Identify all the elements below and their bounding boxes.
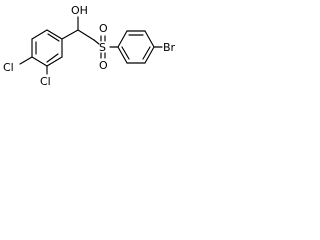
bond-ch2-to-sulfur [93,39,100,45]
ring1-bond [46,56,63,67]
sulfonyl-oxygen-upper-label: O [99,22,108,35]
ring2-bond [144,46,155,64]
sulfur-label: S [99,41,106,54]
ring2-bond [117,46,128,64]
ring1-bond [31,29,48,40]
molecule-structure: OH Cl Cl S O O Br [3,4,176,88]
ring1-bond [46,29,63,40]
bromophenyl-ring [117,30,155,64]
bond-carbinol-to-ch2 [77,29,95,41]
hydroxyl-label: OH [71,4,88,17]
chlorine-lower-label: Cl [40,75,51,88]
bond-ring-to-cl-upper [19,56,33,65]
ring1-double-bond [47,33,60,42]
ring1-bond [31,56,48,67]
ring2-bond [117,30,128,48]
bond-ring-to-carbinol [61,29,79,40]
bromine-label: Br [163,41,176,54]
chlorine-upper-label: Cl [3,61,14,74]
dichlorophenyl-ring [31,29,63,67]
ring2-bond [144,30,155,48]
ring1-double-bond [46,53,59,63]
sulfonyl-oxygen-lower-label: O [99,59,108,72]
ring2-double-bond [121,46,130,60]
ring2-double-bond [142,46,151,60]
